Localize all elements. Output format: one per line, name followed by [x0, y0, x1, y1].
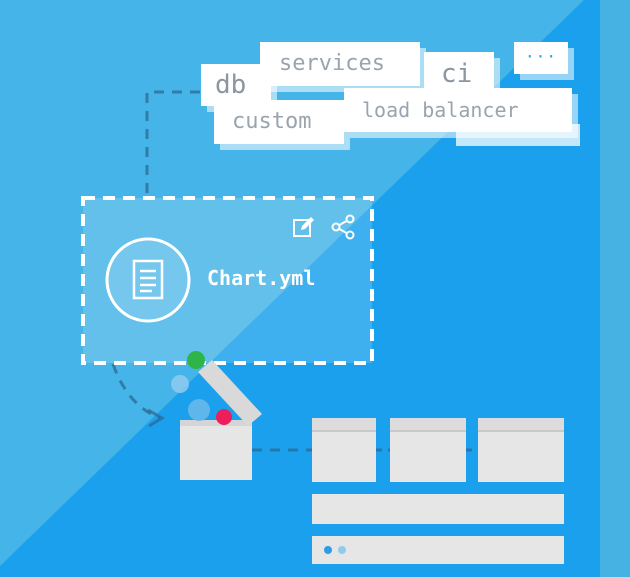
chart-card-border — [81, 196, 374, 365]
document-icon — [132, 259, 164, 300]
deployment-windows — [312, 418, 564, 564]
tag-load-balancer: load balancer — [344, 88, 572, 132]
tag-more: ··· — [514, 42, 568, 74]
edit-icon[interactable] — [292, 215, 316, 239]
tag-services: services — [260, 42, 420, 86]
tag-db: db — [201, 64, 271, 106]
chart-filename: Chart.yml — [207, 266, 316, 290]
package-box — [171, 351, 262, 480]
arrow-head — [147, 408, 165, 428]
file-circle — [105, 237, 191, 323]
share-icon[interactable] — [330, 214, 356, 240]
connector-curve — [111, 363, 161, 420]
tag-custom: custom — [214, 100, 344, 144]
